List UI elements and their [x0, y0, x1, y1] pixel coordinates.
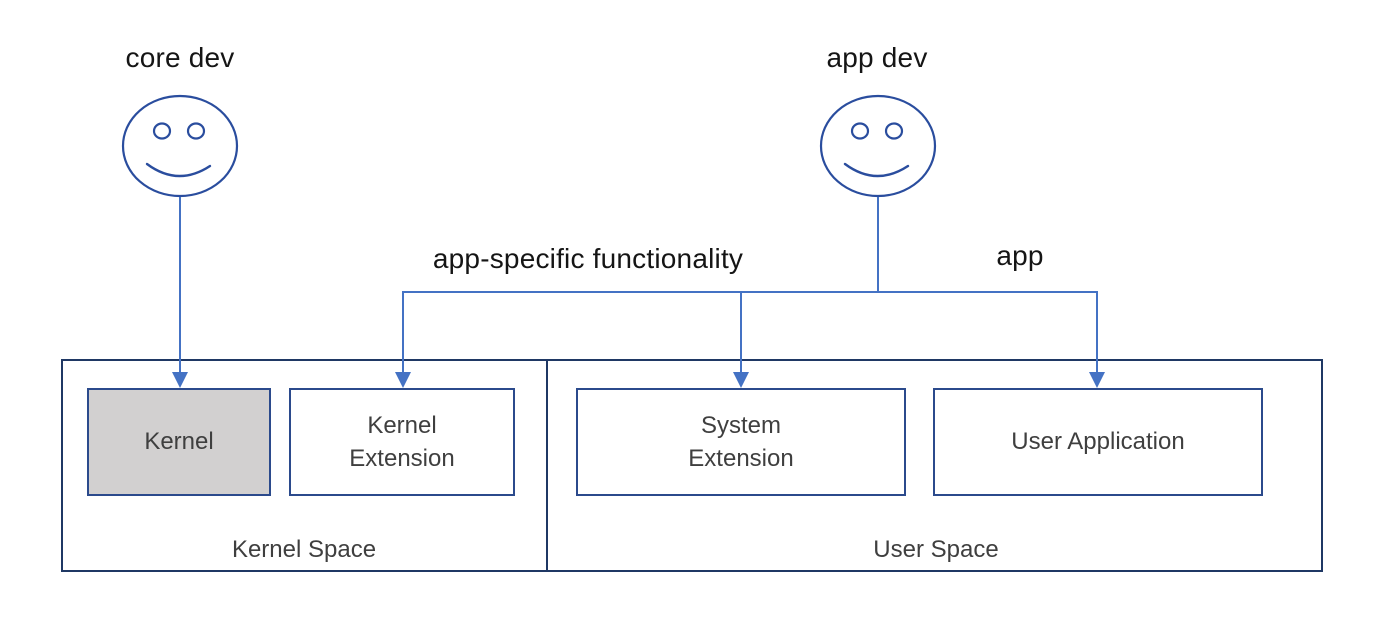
kernel-box: Kernel: [87, 388, 271, 496]
app-specific-functionality-label: app-specific functionality: [432, 243, 744, 274]
face-outline: [121, 94, 239, 198]
user-application-box: User Application: [933, 388, 1263, 496]
app-dev-label: app dev: [826, 42, 928, 73]
kernel-extension-box: Kernel Extension: [289, 388, 515, 496]
app-dev-smiley-icon: [819, 94, 937, 198]
core-dev-smiley-icon: [121, 94, 239, 198]
user-application-box-label: User Application: [1011, 428, 1185, 456]
system-extension-box-label: System Extension: [688, 411, 794, 472]
left-eye: [152, 122, 172, 140]
kernel-box-label: Kernel: [144, 428, 214, 456]
kernel-space-label: Kernel Space: [231, 536, 377, 563]
user-space-label: User Space: [873, 536, 999, 563]
right-eye: [884, 122, 904, 140]
kernel-extension-box-label: Kernel Extension: [349, 411, 455, 472]
smile: [145, 162, 212, 178]
left-eye: [850, 122, 870, 140]
face-outline: [819, 94, 937, 198]
right-eye: [186, 122, 206, 140]
system-extension-box: System Extension: [576, 388, 906, 496]
app-label: app: [996, 240, 1044, 271]
smile: [843, 162, 910, 178]
core-dev-label: core dev: [125, 42, 235, 73]
